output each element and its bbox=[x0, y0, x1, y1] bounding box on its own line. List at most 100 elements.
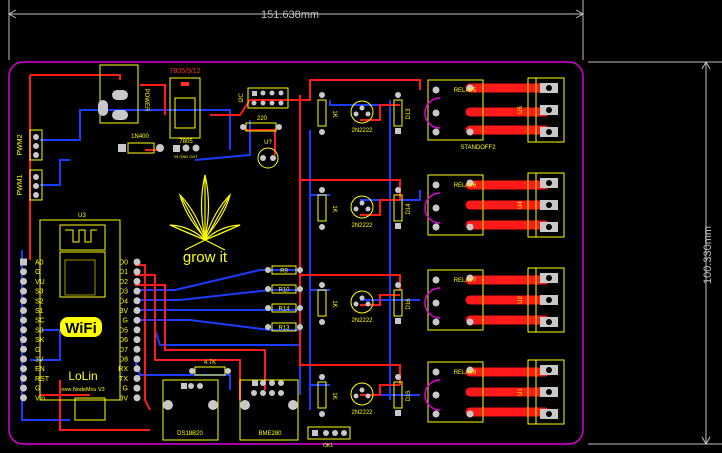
relay[interactable]: RELAY7 bbox=[424, 269, 484, 331]
resistor-label: R10 bbox=[278, 288, 290, 294]
module-left-pin[interactable]: S0 bbox=[20, 326, 44, 334]
module-right-pin[interactable]: RX bbox=[118, 365, 141, 373]
relay[interactable]: RELAY8 bbox=[424, 361, 484, 423]
transistor[interactable]: 2N2222 bbox=[350, 290, 374, 324]
diode-label: D15 bbox=[406, 390, 412, 402]
transistor[interactable]: 2N2222 bbox=[350, 100, 374, 134]
flyback-diode[interactable]: D15 bbox=[393, 374, 412, 416]
screw-terminal[interactable]: U5 bbox=[518, 77, 565, 143]
module-right-pin[interactable]: D4 bbox=[119, 297, 141, 305]
resistor-4k7[interactable] bbox=[189, 366, 231, 376]
module-left-pin[interactable]: SC bbox=[20, 316, 45, 325]
module-right-pin[interactable]: G bbox=[123, 384, 141, 393]
module-left-pin[interactable]: S2 bbox=[20, 297, 44, 305]
flyback-diode[interactable]: D13 bbox=[393, 92, 412, 134]
regulator-value-label: 7805/9/12 bbox=[169, 68, 200, 75]
ds18b20-label: DS18B20 bbox=[177, 431, 203, 437]
resistor-r9[interactable]: R9 bbox=[265, 265, 303, 275]
base-resistor-label: 1K bbox=[331, 300, 337, 307]
capacitor-label: U? bbox=[264, 140, 272, 146]
module-left-pin[interactable]: A0 bbox=[20, 258, 44, 267]
base-resistor[interactable]: 1K bbox=[317, 92, 337, 135]
resistor-r10[interactable]: R10 bbox=[265, 284, 303, 294]
voltage-regulator[interactable] bbox=[169, 77, 201, 152]
diode-label: D13 bbox=[406, 108, 412, 120]
pin-label: G bbox=[35, 269, 40, 276]
power-jack[interactable] bbox=[98, 64, 139, 124]
module-right-pin[interactable]: D8 bbox=[119, 355, 141, 364]
screw-terminal[interactable]: U4 bbox=[518, 172, 565, 238]
pin-label: Vin bbox=[35, 395, 45, 402]
module-left-pin[interactable]: Vin bbox=[20, 394, 45, 402]
base-resistor[interactable]: 1K bbox=[317, 187, 337, 230]
relay-label: RELAY8 bbox=[454, 370, 477, 376]
relay-channel: 1K 2N2222 D13 RELAY5 U5 bbox=[317, 77, 565, 143]
module-ref-label: U3 bbox=[78, 213, 86, 219]
module-left-pin[interactable]: S1 bbox=[20, 307, 44, 315]
diode-label: D16 bbox=[406, 298, 412, 310]
bme280-sensor[interactable] bbox=[239, 379, 299, 441]
i2c-label: I2C bbox=[239, 93, 245, 103]
module-left-pin[interactable]: G bbox=[20, 384, 40, 393]
pwm2-header[interactable] bbox=[29, 129, 43, 161]
flyback-diode[interactable]: D16 bbox=[393, 282, 412, 324]
i2c-connector[interactable] bbox=[247, 87, 289, 109]
relay-channel: 1K 2N2222 D15 RELAY8 U1 bbox=[317, 359, 565, 425]
screw-terminal[interactable]: U1 bbox=[518, 359, 565, 425]
module-left-pin[interactable]: SK bbox=[20, 336, 45, 344]
module-right-pin[interactable]: 3V bbox=[119, 307, 141, 315]
pin-label: SK bbox=[35, 337, 45, 344]
pwm1-header[interactable] bbox=[29, 169, 43, 201]
pin-label: S0 bbox=[35, 327, 44, 334]
module-left-pin[interactable]: RST bbox=[20, 374, 50, 383]
diode-label: D14 bbox=[406, 203, 412, 215]
pin-label: SC bbox=[35, 318, 45, 325]
pin-label: G bbox=[35, 347, 40, 354]
module-right-pin[interactable]: D5 bbox=[119, 326, 141, 334]
module-left-pin[interactable]: G bbox=[20, 345, 40, 354]
module-left-pin[interactable]: S3 bbox=[20, 287, 44, 296]
module-right-pin[interactable]: G bbox=[123, 316, 141, 325]
module-left-pin[interactable]: 3V bbox=[20, 355, 44, 364]
resistor-r13[interactable]: R13 bbox=[265, 322, 303, 332]
module-right-pin[interactable]: D6 bbox=[119, 336, 141, 344]
base-resistor-label: 1K bbox=[331, 205, 337, 212]
height-dimension-label: 100.330mm bbox=[702, 226, 714, 284]
cannabis-leaf-logo bbox=[169, 174, 241, 251]
pin-label: 3V bbox=[119, 395, 128, 402]
module-right-pin[interactable]: D0 bbox=[119, 258, 141, 267]
module-right-pin[interactable]: D7 bbox=[119, 345, 141, 354]
diode-1n400[interactable] bbox=[118, 142, 164, 154]
module-right-pin[interactable]: D2 bbox=[119, 277, 141, 286]
base-resistor[interactable]: 1K bbox=[317, 374, 337, 417]
transistor-label: 2N2222 bbox=[351, 128, 373, 134]
screw-terminal[interactable]: U2 bbox=[518, 267, 565, 333]
ds18b20-sensor[interactable] bbox=[162, 379, 219, 441]
module-right-pin[interactable]: 3V bbox=[119, 394, 141, 402]
base-resistor[interactable]: 1K bbox=[317, 282, 337, 325]
nodemcu-module[interactable] bbox=[39, 219, 121, 421]
bottom-connector[interactable] bbox=[307, 426, 351, 440]
board-outline bbox=[8, 61, 584, 445]
module-brand-label: LoLin bbox=[68, 369, 97, 383]
module-left-pin[interactable]: VU bbox=[20, 277, 45, 286]
transistor[interactable]: 2N2222 bbox=[350, 195, 374, 229]
module-model-label: new NodeMcu V3 bbox=[61, 387, 104, 393]
module-right-pin[interactable]: TX bbox=[119, 374, 141, 383]
pin-label: D5 bbox=[119, 327, 128, 334]
relay[interactable]: RELAY5 bbox=[424, 79, 484, 141]
resistor-r14[interactable]: R14 bbox=[265, 303, 303, 313]
module-right-pin[interactable]: D1 bbox=[119, 268, 141, 276]
terminal-label: U5 bbox=[518, 106, 524, 114]
transistor[interactable]: 2N2222 bbox=[350, 382, 374, 416]
module-left-pin[interactable]: EN bbox=[20, 365, 45, 373]
relay[interactable]: RELAY6 bbox=[424, 174, 484, 236]
module-right-pin[interactable]: D3 bbox=[119, 287, 141, 296]
module-left-pin[interactable]: G bbox=[20, 268, 40, 276]
flyback-diode[interactable]: D14 bbox=[393, 187, 412, 229]
capacitor[interactable] bbox=[257, 147, 279, 169]
resistor-220[interactable] bbox=[240, 122, 282, 132]
